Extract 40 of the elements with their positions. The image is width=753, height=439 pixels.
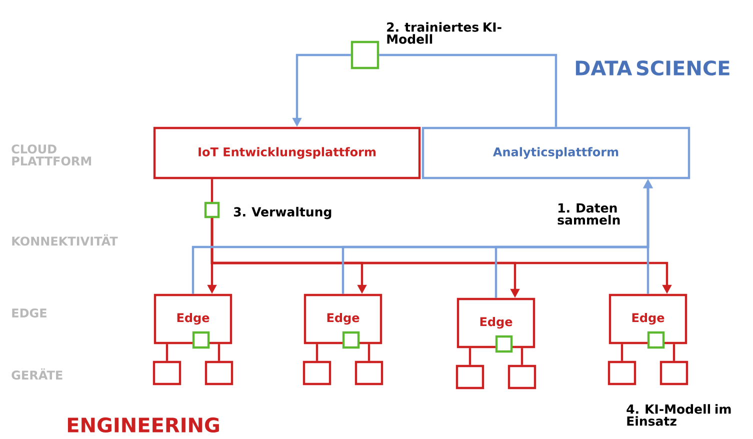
edge-box: Edge: [154, 294, 232, 344]
model-square: [495, 335, 513, 353]
layer-label: CLOUD PLATTFORM: [12, 144, 92, 166]
connector: [210, 179, 214, 202]
device-box: [204, 360, 234, 386]
model-square: [192, 331, 210, 349]
device-box: [152, 360, 182, 386]
device-box: [302, 360, 332, 386]
connector: [218, 344, 220, 361]
connector: [368, 344, 370, 361]
device-box: [660, 360, 688, 386]
step-label: 3. Verwaltung: [234, 206, 332, 220]
step-label: 1. Daten sammeln: [558, 203, 620, 225]
connector: [620, 344, 624, 361]
section-title: DATA SCIENCE: [576, 60, 730, 76]
layer-label: KONNEKTIVITÄT: [12, 234, 118, 246]
edge-box: Edge: [456, 298, 536, 348]
platform-box: Analyticsplattform: [422, 126, 690, 180]
connector: [520, 348, 524, 365]
device-box: [508, 364, 536, 390]
model-square: [350, 40, 380, 70]
model-square: [204, 202, 220, 218]
connector: [379, 54, 558, 127]
edge-box: Edge: [608, 294, 688, 344]
section-title: ENGINEERING: [68, 417, 219, 433]
connector: [468, 348, 472, 365]
connector: [316, 344, 318, 361]
device-box: [608, 360, 636, 386]
layer-label: GERÄTE: [12, 368, 62, 380]
edge-box: Edge: [304, 294, 382, 344]
model-square: [647, 331, 665, 349]
device-box: [354, 360, 384, 386]
device-box: [456, 364, 484, 390]
layer-label: EDGE: [12, 308, 46, 318]
model-square: [342, 331, 360, 349]
platform-box: IoT Entwicklungsplattform: [153, 126, 421, 180]
connector: [166, 344, 168, 361]
connector: [672, 344, 676, 361]
step-label: 4. KI-Modell im Einsatz: [626, 404, 731, 426]
step-label: 2. trainiertes KI-Modell: [387, 22, 502, 44]
